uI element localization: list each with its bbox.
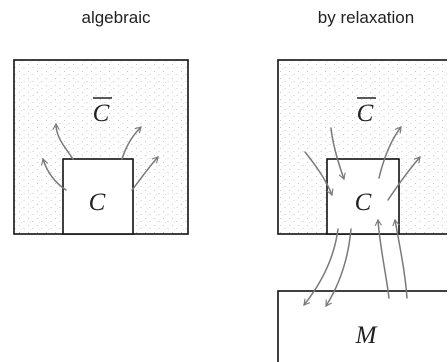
arrow-out-3 bbox=[121, 126, 142, 160]
panel-title-by-relaxation: by relaxation bbox=[317, 8, 415, 27]
panel-title-algebraic: algebraic bbox=[81, 8, 151, 27]
arrow-in-1 bbox=[330, 127, 346, 181]
arrow-out-2 bbox=[387, 156, 421, 201]
label-c-left: C bbox=[89, 189, 106, 216]
panel-by-relaxation: C C M bbox=[277, 59, 447, 362]
inner-box-c bbox=[62, 158, 134, 235]
arrow-in-2 bbox=[304, 151, 334, 197]
arrow-out-4 bbox=[131, 156, 159, 191]
inner-box-c bbox=[326, 158, 400, 235]
bottom-box-m bbox=[277, 290, 447, 362]
panel-algebraic: C C bbox=[13, 59, 189, 235]
label-c-bar-left: C bbox=[93, 100, 110, 127]
arrow-up-1 bbox=[374, 218, 390, 299]
label-m: M bbox=[355, 322, 378, 349]
inner-region-fill bbox=[63, 159, 133, 234]
arrow-up-2 bbox=[392, 218, 408, 299]
label-c-right: C bbox=[355, 189, 372, 216]
arrow-down-2 bbox=[325, 228, 352, 307]
label-c-bar-right: C bbox=[357, 100, 374, 127]
arrow-out-1 bbox=[378, 126, 402, 179]
inner-region-fill bbox=[327, 159, 399, 234]
arrow-down-1 bbox=[303, 228, 339, 306]
arrow-out-1 bbox=[52, 122, 74, 160]
arrow-out-2 bbox=[41, 157, 67, 191]
